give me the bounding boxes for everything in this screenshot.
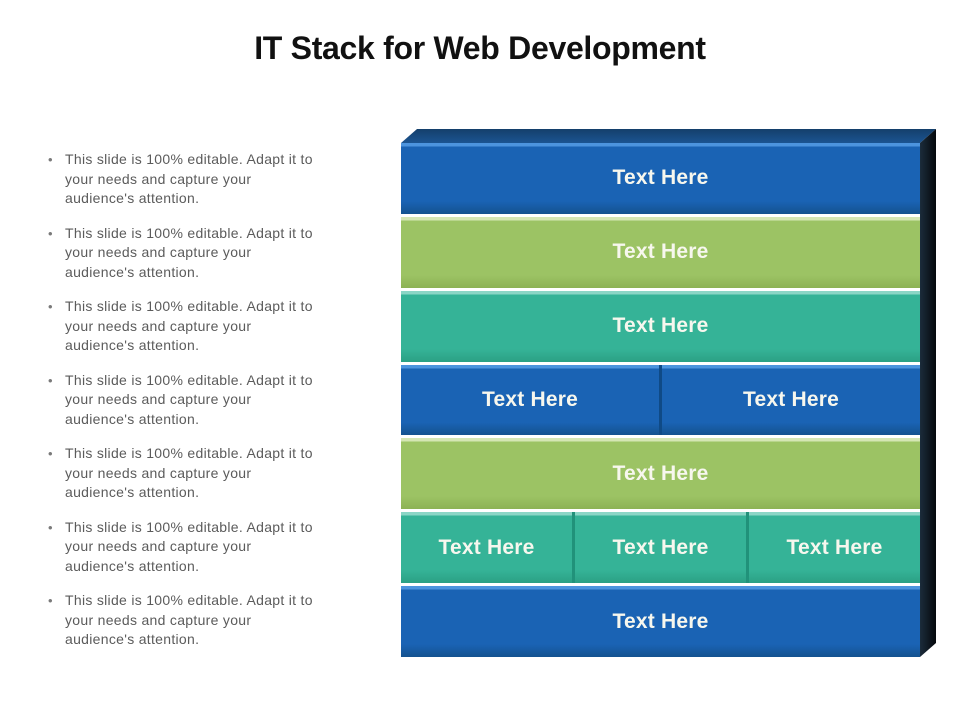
stack-row-2: Text Here: [401, 216, 920, 288]
bullet-item: • This slide is 100% editable. Adapt it t…: [48, 591, 358, 650]
bullet-marker: •: [48, 593, 53, 608]
bullet-marker: •: [48, 152, 53, 167]
bullet-text: This slide is 100% editable. Adapt it to…: [65, 371, 313, 427]
stack-row-3: Text Here: [401, 290, 920, 362]
stack-cell: Text Here: [401, 216, 920, 288]
stack-row-1: Text Here: [401, 143, 920, 214]
bullet-text: This slide is 100% editable. Adapt it to…: [65, 298, 313, 353]
page-title: IT Stack for Web Development: [254, 30, 706, 66]
stack-side-face: [920, 129, 936, 657]
stack-cell: Text Here: [401, 586, 920, 658]
stack-row-5: Text Here: [401, 438, 920, 510]
stack-cell: Text Here: [659, 364, 920, 436]
bullet-text: This slide is 100% editable. Adapt it to…: [65, 151, 313, 206]
bullet-text: This slide is 100% editable. Adapt it to…: [65, 445, 313, 500]
bullet-item: • This slide is 100% editable. Adapt it t…: [48, 518, 358, 577]
bullet-item: • This slide is 100% editable. Adapt it t…: [48, 224, 358, 283]
bullet-item: • This slide is 100% editable. Adapt it t…: [48, 297, 358, 356]
bullet-list: • This slide is 100% editable. Adapt it t…: [48, 150, 358, 665]
stack-top-face: [401, 129, 936, 143]
bullet-marker: •: [48, 299, 53, 314]
bullet-marker: •: [48, 225, 53, 241]
bullet-marker: •: [48, 519, 53, 535]
stack-cell: Text Here: [401, 364, 659, 436]
stack-cell: Text Here: [572, 512, 746, 584]
bullet-text: This slide is 100% editable. Adapt it to…: [65, 592, 313, 647]
bullet-item: • This slide is 100% editable. Adapt it t…: [48, 371, 358, 430]
bullet-marker: •: [48, 446, 53, 461]
stack-cell: Text Here: [401, 438, 920, 510]
bullet-item: • This slide is 100% editable. Adapt it t…: [48, 444, 358, 503]
stack-cell: Text Here: [401, 143, 920, 214]
bullet-text: This slide is 100% editable. Adapt it to…: [65, 224, 313, 280]
stack-row-7: Text Here: [401, 586, 920, 658]
bullet-text: This slide is 100% editable. Adapt it to…: [65, 518, 313, 574]
stack-cell: Text Here: [401, 290, 920, 362]
stack-cell: Text Here: [401, 512, 572, 584]
bullet-item: • This slide is 100% editable. Adapt it t…: [48, 150, 358, 209]
stack-cell: Text Here: [746, 512, 920, 584]
bullet-marker: •: [48, 372, 53, 388]
